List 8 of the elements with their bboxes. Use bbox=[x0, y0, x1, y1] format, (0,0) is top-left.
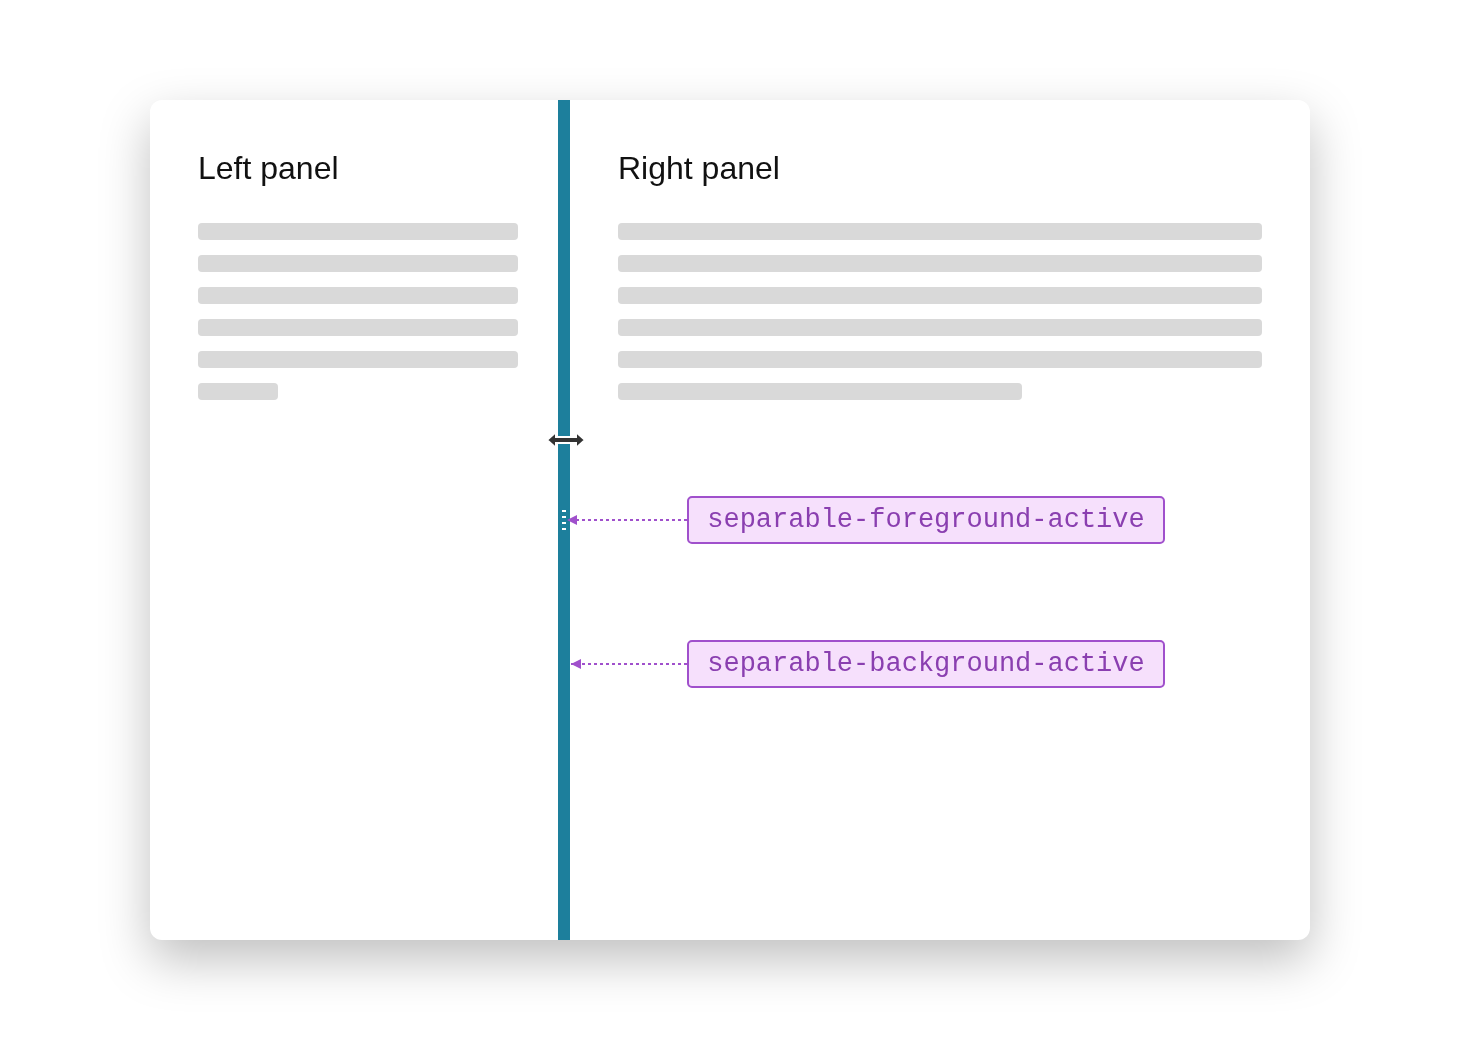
token-label: separable-background-active bbox=[687, 640, 1165, 688]
leader-line bbox=[570, 659, 688, 669]
token-label: separable-foreground-active bbox=[687, 496, 1165, 544]
panel-heading: Left panel bbox=[198, 150, 339, 187]
panel-heading: Right panel bbox=[618, 150, 780, 187]
leader-line bbox=[566, 515, 688, 525]
separator-bar bbox=[558, 100, 570, 940]
grip-icon bbox=[562, 510, 566, 530]
